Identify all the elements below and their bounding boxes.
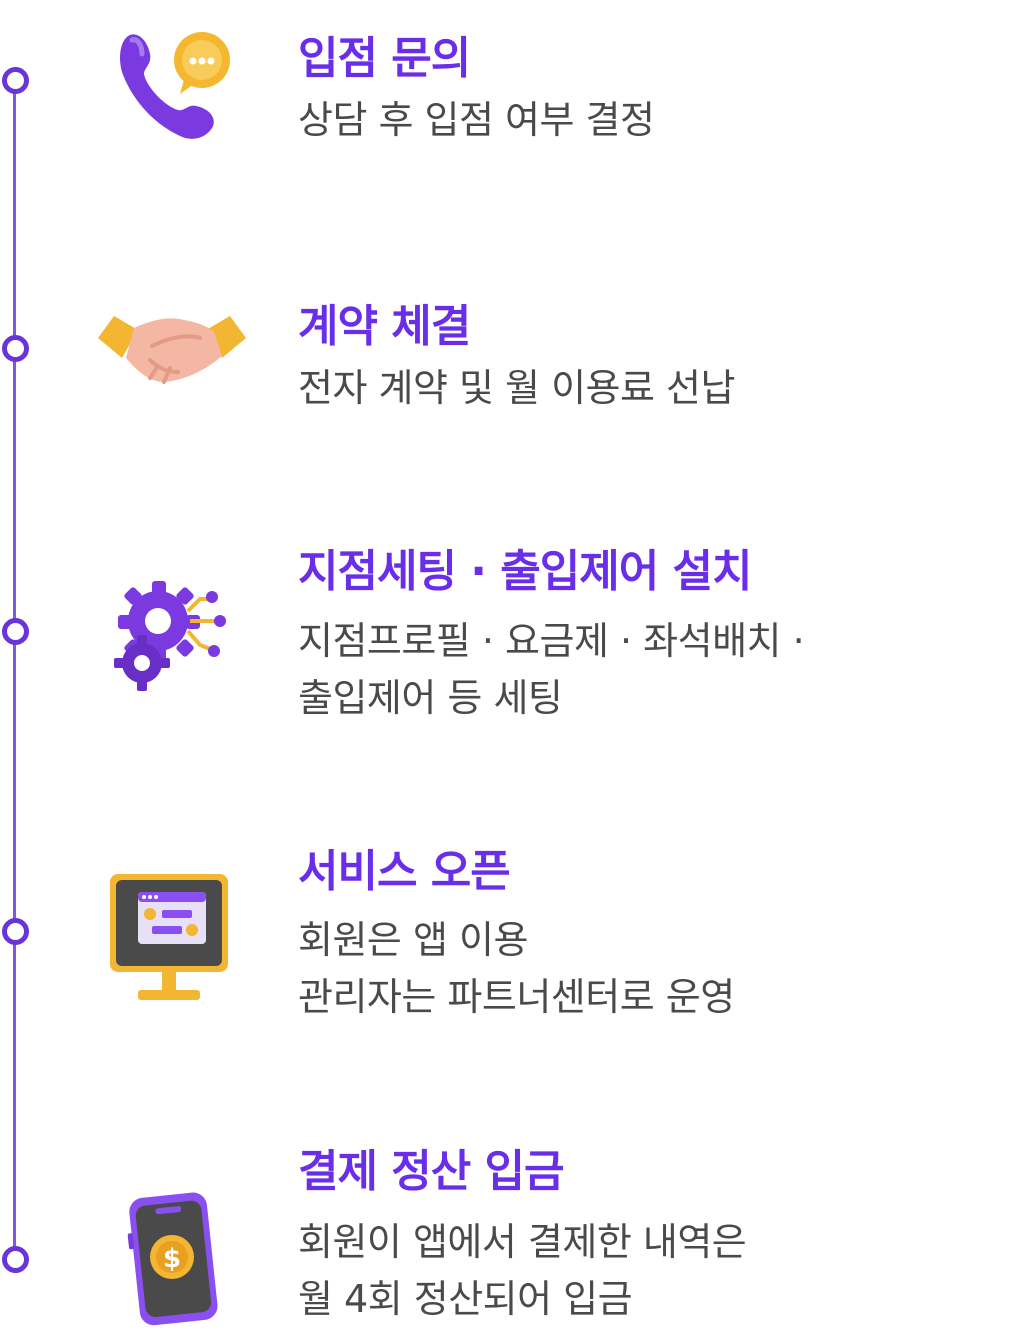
step-description-line: 출입제어 등 세팅 <box>298 676 563 720</box>
step-title: 지점세팅 · 출입제어 설치 <box>298 546 752 597</box>
step-title: 결제 정산 입금 <box>298 1146 565 1197</box>
phone-chat-icon <box>92 10 252 170</box>
gears-icon <box>92 565 252 725</box>
timeline-dot-4 <box>2 918 29 945</box>
step-description-line: 전자 계약 및 월 이용료 선납 <box>298 366 735 410</box>
timeline-line <box>13 80 16 1260</box>
svg-text:$: $ <box>163 1244 181 1274</box>
monitor-icon <box>92 858 252 1018</box>
step-description: 상담 후 입점 여부 결정 <box>298 92 655 149</box>
step-description: 지점프로필 · 요금제 · 좌석배치 · 출입제어 등 세팅 <box>298 613 805 727</box>
step-description: 전자 계약 및 월 이용료 선납 <box>298 360 735 417</box>
smartphone-coin-icon: $ <box>92 1175 252 1335</box>
step-description-line: 월 4회 정산되어 입금 <box>298 1277 633 1321</box>
step-description-line: 회원은 앱 이용 <box>298 918 528 962</box>
timeline-dot-3 <box>2 618 29 645</box>
step-title: 서비스 오픈 <box>298 846 511 897</box>
step-description-line: 회원이 앱에서 결제한 내역은 <box>298 1220 747 1264</box>
step-description: 회원이 앱에서 결제한 내역은 월 4회 정산되어 입금 <box>298 1214 747 1328</box>
timeline-dot-1 <box>2 67 29 94</box>
handshake-icon <box>92 268 252 428</box>
step-title: 입점 문의 <box>298 33 471 84</box>
step-title: 계약 체결 <box>298 301 471 352</box>
step-description: 회원은 앱 이용 관리자는 파트너센터로 운영 <box>298 912 735 1026</box>
step-description-line: 관리자는 파트너센터로 운영 <box>298 975 735 1019</box>
timeline-dot-2 <box>2 335 29 362</box>
step-description-line: 상담 후 입점 여부 결정 <box>298 98 655 142</box>
step-description-line: 지점프로필 · 요금제 · 좌석배치 · <box>298 619 805 663</box>
timeline-dot-5 <box>2 1246 29 1273</box>
